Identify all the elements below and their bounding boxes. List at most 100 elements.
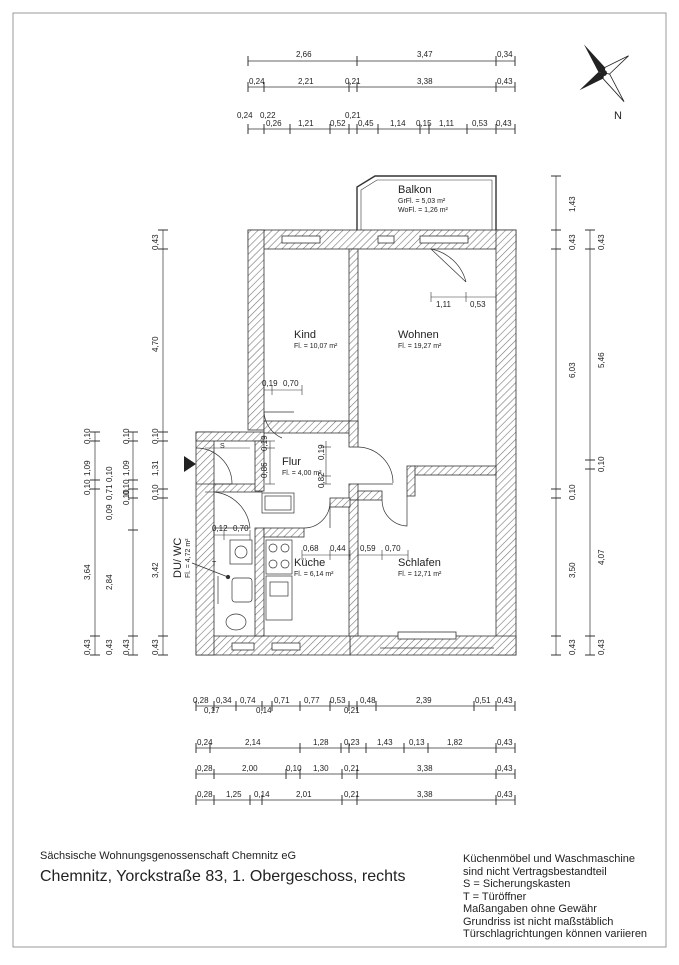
dim-label: 5,46 [597, 352, 606, 368]
dim-label: 1,14 [390, 119, 406, 128]
stove-icon [265, 539, 293, 575]
dim-label: 0,48 [360, 696, 376, 705]
dim-label: 2,21 [298, 77, 314, 86]
right-dimension-ticks [551, 175, 595, 656]
wall-bad-kueche [254, 527, 265, 637]
dim-label: 2,66 [296, 50, 312, 59]
dim-label: 3,64 [83, 564, 92, 580]
wall-kueche-top-right [329, 497, 351, 508]
dim-label: 0,82 [317, 472, 326, 488]
wall-left-lower [195, 431, 215, 656]
dim-label: 3,38 [417, 764, 433, 773]
dim-label: 0,14 [254, 790, 270, 799]
dim-label: 0,21 [344, 706, 360, 715]
dim-label: 4,07 [597, 549, 606, 565]
room-name-kueche: Küche [294, 557, 325, 569]
wall-kueche-schlafen [348, 499, 359, 637]
note-line: S = Sicherungskasten [463, 878, 571, 890]
dim-label: 1,11 [436, 300, 452, 309]
dim-label: 3,42 [151, 562, 160, 578]
dim-label: 0,68 [303, 544, 319, 553]
flur-symbols [205, 447, 250, 493]
dim-label: 0,70 [385, 544, 401, 553]
door-wohnen [357, 446, 394, 485]
dim-label: 0,21 [345, 77, 361, 86]
dim-label: 0,86 [260, 462, 269, 478]
dim-label: 1,11 [439, 119, 455, 128]
organization-name: Sächsische Wohnungsgenossenschaft Chemni… [40, 850, 296, 862]
dim-label: 0,19 [262, 379, 278, 388]
wall-schlafen-step [406, 465, 416, 497]
room-area-schlafen: Fl. = 12,71 m² [398, 571, 442, 578]
dim-label: 0,19 [260, 435, 269, 451]
dim-label: 0,10 [105, 466, 114, 482]
top-dimension-labels: 2,66 3,47 0,34 0,24 2,21 0,21 3,38 0,43 … [237, 50, 513, 128]
dim-label: 0,43 [496, 119, 512, 128]
dim-label: 0,74 [240, 696, 256, 705]
dim-label: 0,43 [597, 234, 606, 250]
dim-label: 0,43 [497, 696, 513, 705]
footer-left: Sächsische Wohnungsgenossenschaft Chemni… [40, 850, 406, 886]
wall-left-upper [247, 229, 265, 431]
dim-label: 0,43 [568, 639, 577, 655]
dim-label: 0,43 [568, 234, 577, 250]
dim-label: 0,28 [193, 696, 209, 705]
wall-kueche-top-left [263, 527, 305, 538]
symbol-sicherungskasten: S [220, 443, 225, 450]
dim-label: 1,28 [313, 738, 329, 747]
dim-label: 4,70 [151, 336, 160, 352]
dim-label: 2,14 [245, 738, 261, 747]
washing-machine-icon [229, 539, 253, 565]
wall-flur-right-upper [348, 420, 359, 448]
dim-label: 1,30 [313, 764, 329, 773]
dim-label: 0,21 [344, 790, 360, 799]
dim-label: 0,21 [344, 764, 360, 773]
door-bad [213, 491, 251, 529]
dim-label: 0,12 [212, 524, 228, 533]
room-name-wohnen: Wohnen [398, 329, 439, 341]
wall-flur-top [195, 431, 265, 442]
note-line: Maßangaben ohne Gewähr [463, 903, 597, 915]
dim-label: 0,17 [204, 706, 220, 715]
dim-label: 0,53 [470, 300, 486, 309]
window-schlafen [397, 631, 457, 640]
dim-label: 0,70 [283, 379, 299, 388]
dim-label: 0,45 [358, 119, 374, 128]
dim-label: 0,10 [122, 479, 131, 495]
dim-label: 2,01 [296, 790, 312, 799]
property-address: Chemnitz, Yorckstraße 83, 1. Obergeschos… [40, 868, 406, 885]
wall-kind-wohnen [348, 248, 359, 435]
dim-label: 0,43 [83, 639, 92, 655]
window-balkon-door [377, 235, 395, 244]
washbasin-icon [231, 577, 253, 603]
top-dimension-ticks [247, 56, 516, 134]
door-kind [263, 411, 294, 439]
room-name-kind: Kind [294, 329, 316, 341]
door-schlafen [381, 496, 408, 527]
dim-label: 0,71 [274, 696, 290, 705]
dim-label: 0,14 [256, 706, 272, 715]
dim-label: 0,43 [151, 234, 160, 250]
compass-north-label: N [614, 110, 622, 122]
wall-right [495, 229, 517, 656]
dim-label: 0,43 [497, 790, 513, 799]
walls [195, 229, 517, 656]
dim-label: 1,09 [83, 460, 92, 476]
dim-label: 0,43 [597, 639, 606, 655]
kitchen-sink-icon [265, 575, 293, 621]
dim-label: 0,23 [344, 738, 360, 747]
bottom-dimension-lines [196, 705, 515, 801]
dim-label: 0,77 [304, 696, 320, 705]
dim-label: 0,44 [330, 544, 346, 553]
wall-kind-bottom [263, 420, 351, 434]
dim-label: 1,21 [298, 119, 314, 128]
room-name-schlafen: Schlafen [398, 557, 441, 569]
dim-label: 0,24 [197, 738, 213, 747]
dim-label: 1,09 [122, 460, 131, 476]
dim-label: 0,28 [197, 790, 213, 799]
door-balkon [430, 248, 467, 283]
bottom-dimension-labels: 0,28 0,34 0,74 0,71 0,77 0,53 0,48 2,39 … [193, 696, 513, 799]
toilet-icon [225, 613, 247, 631]
